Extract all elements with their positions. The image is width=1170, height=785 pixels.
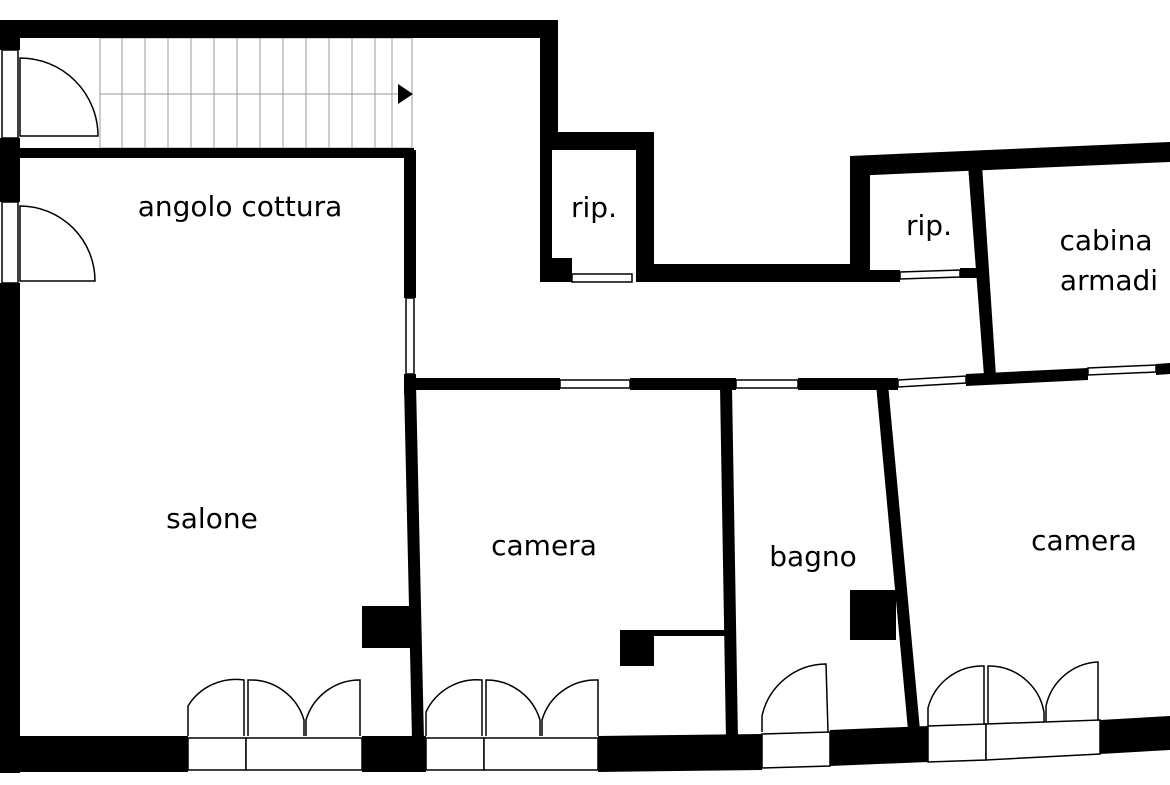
doors: [19, 57, 1099, 736]
room-label-bathroom: bagno: [769, 540, 857, 573]
walls: [0, 20, 1170, 773]
room-label-storage-1: rip.: [571, 191, 617, 224]
stair-arrow-icon: [398, 84, 413, 104]
room-label-bedroom-2: camera: [1031, 524, 1137, 557]
room-label-storage-2: rip.: [906, 209, 952, 242]
windows: [1, 49, 1157, 771]
room-label-wardrobe-line2: armadi: [1060, 264, 1158, 297]
room-label-bedroom-1: camera: [491, 529, 597, 562]
room-labels: angolo cottura salone rip. rip. cabina a…: [138, 190, 1158, 573]
room-label-living: salone: [166, 502, 258, 535]
room-label-wardrobe-line1: cabina: [1059, 224, 1152, 257]
room-label-kitchen: angolo cottura: [138, 190, 343, 223]
staircase: [99, 37, 413, 149]
